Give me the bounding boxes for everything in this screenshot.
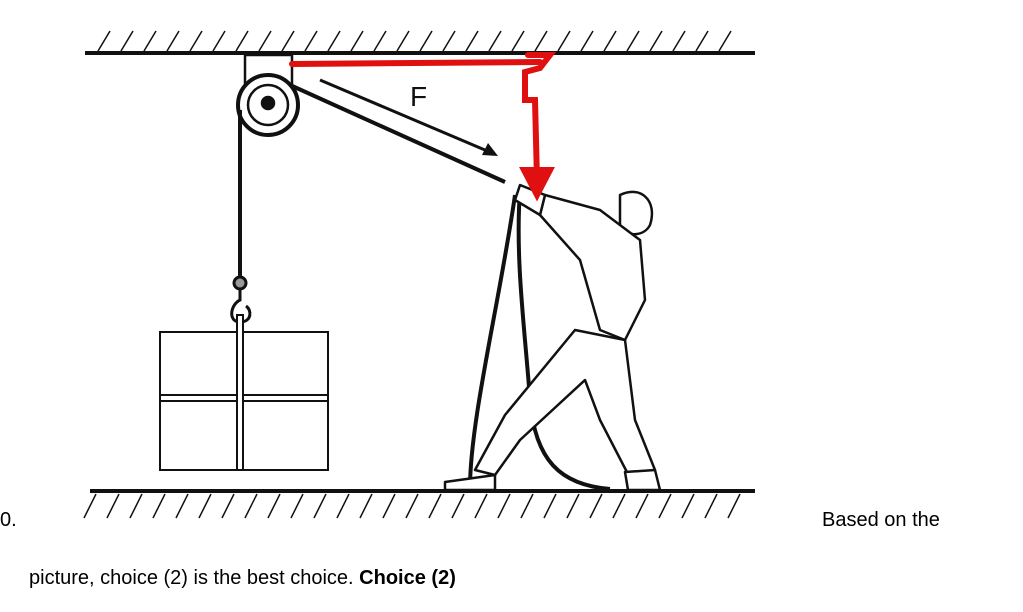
hatch-mark (474, 493, 488, 519)
hatch-mark (327, 30, 341, 52)
hatch-mark (198, 493, 212, 519)
hatch-mark (267, 493, 281, 519)
hatch-mark (465, 30, 479, 52)
hatch-mark (672, 30, 686, 52)
hatch-mark (304, 30, 318, 52)
hatch-mark (497, 493, 511, 519)
hatch-mark (520, 493, 534, 519)
hatch-mark (221, 493, 235, 519)
force-label: F (410, 81, 427, 112)
answer-text: picture, choice (2) is the best choice. (29, 567, 354, 589)
hatch-mark (281, 30, 295, 52)
hatch-mark (83, 493, 97, 519)
hatch-mark (166, 30, 180, 52)
force-arrow: F (319, 78, 498, 156)
hatch-mark (589, 493, 603, 519)
hatch-mark (290, 493, 304, 519)
hatch-mark (396, 30, 410, 52)
hatch-mark (626, 30, 640, 52)
hatch-mark (373, 30, 387, 52)
hatch-mark (143, 30, 157, 52)
hatch-mark (566, 493, 580, 519)
hatch-mark (603, 30, 617, 52)
hatch-mark (235, 30, 249, 52)
hatch-mark (695, 30, 709, 52)
hatch-mark (313, 493, 327, 519)
hatch-mark (212, 30, 226, 52)
hatch-mark (511, 30, 525, 52)
crate (159, 314, 329, 471)
hatch-mark (612, 493, 626, 519)
hatch-mark (120, 30, 134, 52)
red-annotation (289, 52, 557, 202)
hatch-mark (129, 493, 143, 519)
hatch-mark (488, 30, 502, 52)
hatch-mark (175, 493, 189, 519)
hatch-mark (718, 30, 732, 52)
answer-choice: Choice (2) (359, 567, 456, 589)
hatch-mark (152, 493, 166, 519)
ceiling (85, 30, 755, 55)
hatch-mark (106, 493, 120, 519)
hatch-mark (359, 493, 373, 519)
hatch-mark (451, 493, 465, 519)
hatch-mark (557, 30, 571, 52)
hatch-mark (681, 493, 695, 519)
hatch-mark (704, 493, 718, 519)
hatch-mark (189, 30, 203, 52)
person (443, 183, 662, 492)
hatch-mark (543, 493, 557, 519)
hatch-mark (727, 493, 741, 519)
hatch-mark (580, 30, 594, 52)
hatch-mark (635, 493, 649, 519)
pulley (236, 53, 300, 137)
hatch-mark (442, 30, 456, 52)
answer-line-2: picture, choice (2) is the best choice. … (29, 567, 456, 590)
hatch-mark (258, 30, 272, 52)
hatch-mark (658, 493, 672, 519)
hatch-mark (97, 30, 111, 52)
hatch-mark (405, 493, 419, 519)
hatch-mark (428, 493, 442, 519)
hatch-mark (382, 493, 396, 519)
hatch-mark (649, 30, 663, 52)
hatch-mark (244, 493, 258, 519)
hatch-mark (336, 493, 350, 519)
hatch-mark (534, 30, 548, 52)
answer-line-1: Based on the (822, 509, 940, 531)
floor (83, 489, 755, 519)
question-number: 0. (0, 509, 17, 531)
hatch-mark (419, 30, 433, 52)
hatch-mark (350, 30, 364, 52)
